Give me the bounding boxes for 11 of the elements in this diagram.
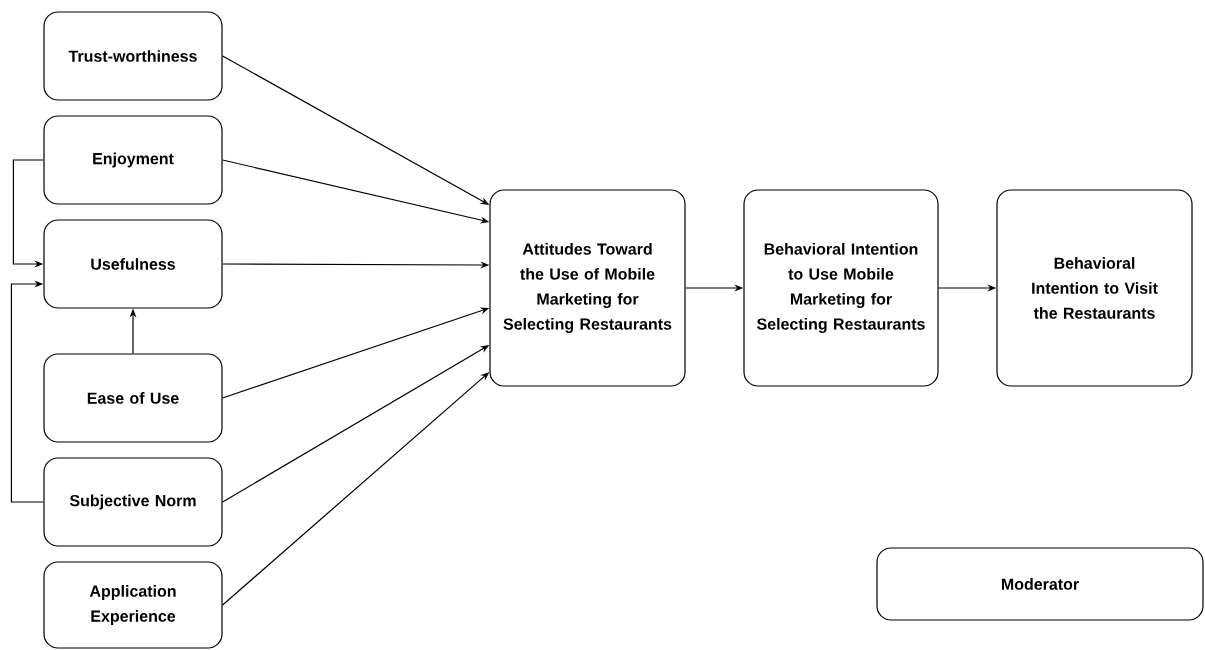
factor-box: Usefulness	[43, 219, 223, 309]
process-box: Behavioral Intention to Use Mobile Marketing for Selecting Restaurants	[743, 189, 939, 387]
process-box: Behavioral Intention to Visit the Restaurants	[996, 189, 1193, 387]
process-box: Attitudes Toward the Use of Mobile Marketing for Selecting Restaurants	[489, 189, 686, 387]
factor-box: Ease of Use	[43, 353, 223, 443]
factor-box: Enjoyment	[43, 115, 223, 205]
factor-box: Application Experience	[43, 561, 223, 649]
moderator-box: Moderator	[876, 547, 1204, 621]
factor-box: Subjective Norm	[43, 457, 223, 547]
arrow	[10, 280, 44, 503]
factor-box: Trust-worthiness	[43, 11, 223, 101]
